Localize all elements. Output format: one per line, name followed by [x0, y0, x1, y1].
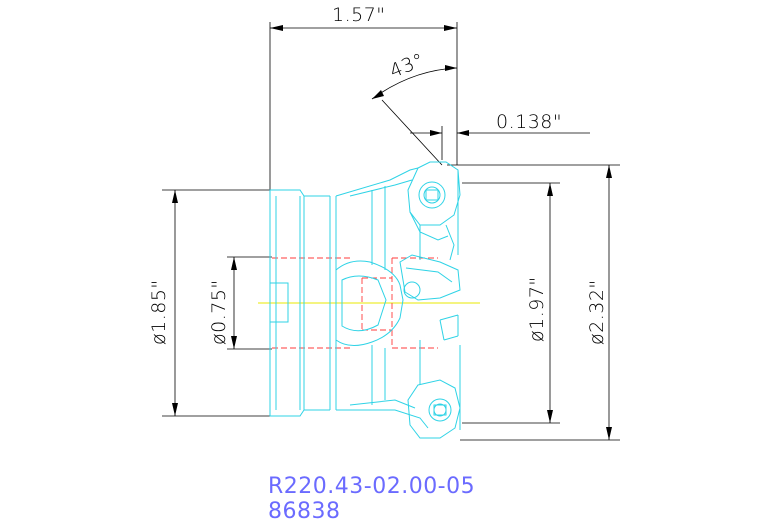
part-number: 86838 — [268, 499, 341, 523]
body-diameter-label: ø1.97" — [526, 276, 548, 342]
bore-diameter-label: ø0.75" — [208, 279, 230, 345]
dimension-lines — [162, 22, 620, 441]
shank-diameter-label: ø1.85" — [148, 279, 170, 345]
part-code: R220.43-02.00-05 — [268, 474, 475, 499]
angle-label: 43° — [387, 49, 428, 83]
cutting-diameter-label: ø2.32" — [586, 279, 608, 345]
offset-label: 0.138" — [496, 111, 562, 133]
cutter-body-outline — [269, 161, 461, 439]
overall-length-label: 1.57" — [332, 4, 386, 26]
